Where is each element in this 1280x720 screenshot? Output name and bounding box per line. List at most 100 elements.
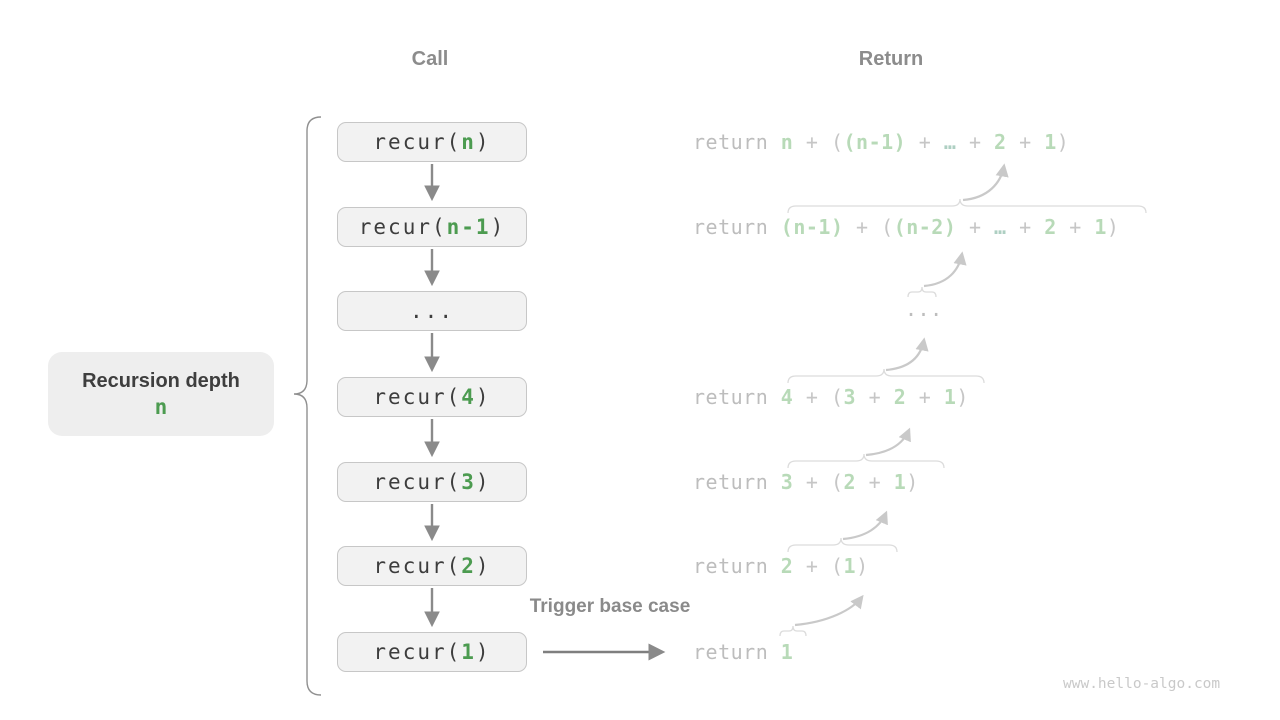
code-segment: ) <box>1056 130 1070 154</box>
code-segment: + ( <box>793 385 844 409</box>
code-text: recur( <box>358 215 447 239</box>
code-segment: + <box>1006 130 1045 154</box>
code-arg: 2 <box>461 554 476 578</box>
code-segment: return <box>693 130 781 154</box>
code-segment: return <box>693 640 781 664</box>
code-segment: 1 <box>893 470 907 494</box>
code-segment: + <box>1006 215 1045 239</box>
code-arg: n <box>461 130 476 154</box>
call-box-recur-4: recur(4) <box>337 377 527 417</box>
code-segment: … <box>994 215 1007 239</box>
watermark: www.hello-algo.com <box>1063 676 1221 692</box>
expression-brace <box>787 537 898 553</box>
trigger-base-case-label: Trigger base case <box>529 596 691 617</box>
call-column-header: Call <box>411 48 449 70</box>
expression-brace <box>787 368 985 384</box>
code-segment: 3 <box>780 470 794 494</box>
call-box-recur-1: recur(1) <box>337 632 527 672</box>
code-segment: 2 <box>893 385 907 409</box>
code-segment: return <box>693 470 781 494</box>
return-arrow <box>885 337 929 372</box>
code-segment: return <box>693 385 781 409</box>
call-box-recur-3: recur(3) <box>337 462 527 502</box>
code-segment: + ( <box>793 470 844 494</box>
recursion-depth-value: n <box>154 395 168 419</box>
code-segment: ) <box>1106 215 1120 239</box>
code-text: ) <box>475 130 491 154</box>
code-arg: 4 <box>461 385 476 409</box>
code-text: recur( <box>373 554 462 578</box>
code-segment: + <box>1056 215 1095 239</box>
return-column-header: Return <box>858 48 924 70</box>
return-arrow <box>923 251 967 288</box>
code-arg: n-1 <box>446 215 491 239</box>
code-segment: ) <box>856 554 869 578</box>
code-text: recur( <box>373 385 462 409</box>
code-segment: (n-1) <box>780 215 844 239</box>
expression-brace <box>907 286 937 298</box>
code-segment: … <box>943 130 957 154</box>
return-arrow <box>794 594 864 627</box>
code-segment: + ( <box>793 130 844 154</box>
code-segment: 1 <box>843 554 857 578</box>
expression-braces <box>779 198 1147 637</box>
call-box-recur-n-1: recur(n-1) <box>337 207 527 247</box>
code-segment: (n-1) <box>843 130 907 154</box>
code-segment: 2 <box>1044 215 1057 239</box>
code-text: ) <box>475 470 491 494</box>
return-line-4: return 4 + (3 + 2 + 1) <box>693 383 969 411</box>
code-segment: + ( <box>793 554 844 578</box>
recursion-depth-label: Recursion depth n <box>48 352 274 436</box>
code-segment: + <box>856 470 894 494</box>
return-line-n-1: return (n-1) + ((n-2) + … + 2 + 1) <box>693 213 1119 241</box>
call-box-ellipsis: ... <box>337 291 527 331</box>
code-segment: + <box>856 385 894 409</box>
expression-brace <box>787 198 1147 214</box>
code-arg: 1 <box>461 640 476 664</box>
code-text: ) <box>475 554 491 578</box>
code-segment: ... <box>905 297 943 321</box>
code-segment: 2 <box>843 470 857 494</box>
code-segment: 1 <box>1094 215 1107 239</box>
code-text: ) <box>475 640 491 664</box>
return-arrow <box>842 510 888 541</box>
return-line-1: return 1 <box>693 638 793 666</box>
return-line-2: return 2 + (1) <box>693 552 869 580</box>
code-arg: 3 <box>461 470 476 494</box>
code-segment: + <box>906 130 944 154</box>
return-line-n: return n + ((n-1) + … + 2 + 1) <box>693 128 1069 156</box>
return-arrows <box>794 163 1009 627</box>
return-line-3: return 3 + (2 + 1) <box>693 468 919 496</box>
code-segment: + ( <box>843 215 894 239</box>
code-segment: n <box>780 130 794 154</box>
recursion-depth-brace <box>293 116 322 696</box>
code-segment: 4 <box>780 385 794 409</box>
expression-brace <box>787 453 945 469</box>
call-box-recur-2: recur(2) <box>337 546 527 586</box>
code-text: recur( <box>373 130 462 154</box>
code-segment: ) <box>956 385 969 409</box>
return-arrow <box>865 427 911 457</box>
code-segment: 2 <box>994 130 1007 154</box>
code-text: recur( <box>373 640 462 664</box>
code-text: ... <box>410 299 454 323</box>
code-text: ) <box>475 385 491 409</box>
recursion-depth-title: Recursion depth <box>82 370 240 392</box>
code-segment: + <box>956 130 995 154</box>
code-segment: (n-2) <box>893 215 957 239</box>
expression-brace <box>779 625 807 637</box>
code-segment: return <box>693 554 781 578</box>
code-text: recur( <box>373 470 462 494</box>
code-segment: return <box>693 215 781 239</box>
return-line-ellipsis: ... <box>905 295 943 323</box>
code-segment: 1 <box>943 385 957 409</box>
code-segment: 3 <box>843 385 857 409</box>
code-segment: 1 <box>780 640 794 664</box>
code-segment: 2 <box>780 554 794 578</box>
code-segment: + <box>956 215 995 239</box>
code-text: ) <box>490 215 506 239</box>
code-segment: 1 <box>1044 130 1057 154</box>
code-segment: + <box>906 385 944 409</box>
